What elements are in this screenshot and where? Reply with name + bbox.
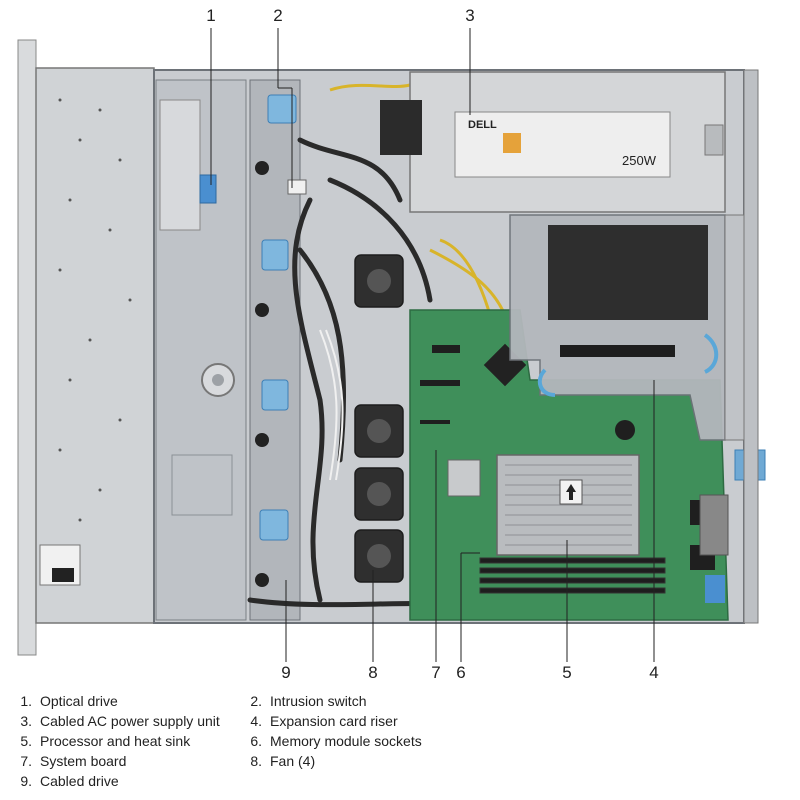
legend-label: Memory module sockets (270, 733, 422, 749)
callout-1: 1 (206, 6, 216, 25)
legend-item-memory-sockets: 6. Memory module sockets (240, 733, 422, 749)
legend-number: 5. (20, 733, 32, 749)
legend-label: Cabled drive (40, 773, 119, 789)
legend-label: Cabled AC power supply unit (40, 713, 220, 729)
legend-label: Optical drive (40, 693, 118, 709)
legend-item-intrusion-switch: 2. Intrusion switch (240, 693, 366, 709)
legend-item-expansion-riser: 4. Expansion card riser (240, 713, 398, 729)
legend-number: 4. (250, 713, 262, 729)
legend-item-processor: 5. Processor and heat sink (10, 733, 190, 749)
callout-4: 4 (649, 663, 659, 682)
legend-number: 8. (250, 753, 262, 769)
legend-number: 2. (250, 693, 262, 709)
legend-number: 7. (20, 753, 32, 769)
legend-number: 3. (20, 713, 32, 729)
legend-item-fan: 8. Fan (4) (240, 753, 315, 769)
callout-7: 7 (431, 663, 441, 682)
callout-8: 8 (368, 663, 378, 682)
legend-item-system-board: 7. System board (10, 753, 126, 769)
legend-label: Intrusion switch (270, 693, 367, 709)
server-top-view-illustration: DELL 250W (17, 28, 766, 662)
legend-item-cabled-drive: 9. Cabled drive (10, 773, 119, 789)
legend-item-optical-drive: 1. Optical drive (10, 693, 118, 709)
legend-number: 9. (20, 773, 32, 789)
legend-label: Fan (4) (270, 753, 316, 769)
legend-item-power-supply: 3. Cabled AC power supply unit (10, 713, 220, 729)
callout-3: 3 (465, 6, 475, 25)
legend-label: Expansion card riser (270, 713, 398, 729)
legend-label: Processor and heat sink (40, 733, 191, 749)
callout-6: 6 (456, 663, 466, 682)
callout-5: 5 (562, 663, 572, 682)
callout-9: 9 (281, 663, 291, 682)
callout-2: 2 (273, 6, 283, 25)
psu-rating-text: 250W (622, 153, 657, 168)
psu-brand-text: DELL (468, 119, 497, 131)
legend-number: 1. (20, 693, 32, 709)
legend-number: 6. (250, 733, 262, 749)
legend-label: System board (40, 753, 127, 769)
